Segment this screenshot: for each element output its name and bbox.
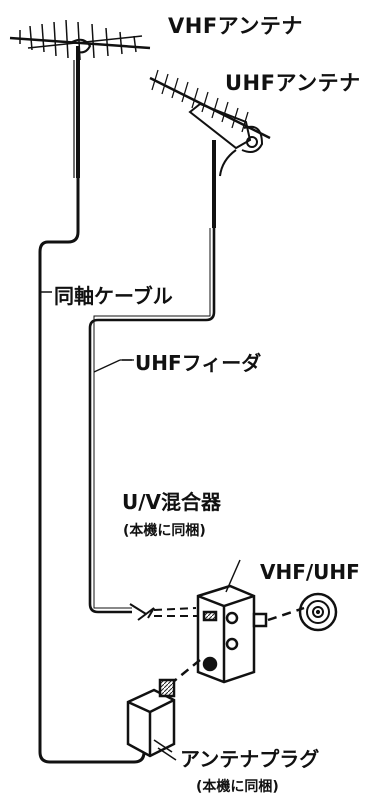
uv-mixer-note: (本機に同梱) xyxy=(123,523,206,539)
uhf-feeder-line xyxy=(88,228,216,614)
uhf-antenna-label: UHFアンテナ xyxy=(225,71,361,95)
leader-lines xyxy=(122,359,241,761)
uv-mixer-label: U/V混合器 xyxy=(122,490,222,514)
wall-socket-drawing xyxy=(298,592,338,632)
vhf-antenna-drawing xyxy=(9,19,151,178)
antenna-plug-note: (本機に同梱) xyxy=(196,779,279,795)
feeder-terminal-drawing xyxy=(129,603,198,621)
coax-cable-label: 同軸ケーブル xyxy=(54,284,173,308)
vhf-uhf-socket-label: VHF/UHF xyxy=(260,560,360,584)
mixer-to-socket-connection xyxy=(267,606,305,622)
uv-mixer-drawing xyxy=(196,584,268,684)
coax-cable-line xyxy=(38,178,146,764)
vhf-antenna-label: VHFアンテナ xyxy=(168,14,303,38)
antenna-plug-drawing xyxy=(126,678,176,758)
uhf-feeder-label: UHFフィーダ xyxy=(135,351,262,375)
uhf-antenna-drawing xyxy=(149,69,271,228)
antenna-plug-label: アンテナプラグ xyxy=(180,747,320,771)
